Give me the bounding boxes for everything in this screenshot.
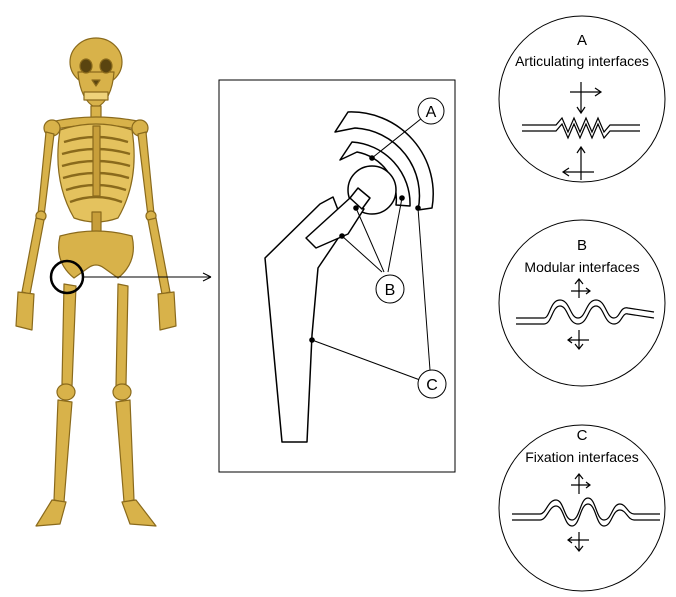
- panel-fixation: C Fixation interfaces: [499, 425, 665, 591]
- svg-text:Articulating interfaces: Articulating interfaces: [515, 53, 649, 69]
- callout-c: C: [418, 370, 446, 398]
- implant-panel: [219, 80, 455, 472]
- svg-text:C: C: [577, 427, 588, 444]
- callout-b: B: [376, 275, 404, 303]
- svg-text:A: A: [426, 104, 437, 121]
- svg-text:A: A: [577, 32, 587, 49]
- svg-text:C: C: [426, 377, 438, 394]
- callout-a: A: [418, 98, 444, 124]
- panel-articulating: A Articulating interfaces: [499, 16, 665, 182]
- svg-text:Fixation interfaces: Fixation interfaces: [525, 449, 639, 465]
- svg-text:Modular interfaces: Modular interfaces: [524, 259, 639, 275]
- skeleton-illustration: [16, 38, 176, 526]
- svg-text:B: B: [577, 237, 587, 254]
- panel-modular: B Modular interfaces: [499, 220, 665, 386]
- svg-text:B: B: [385, 282, 396, 299]
